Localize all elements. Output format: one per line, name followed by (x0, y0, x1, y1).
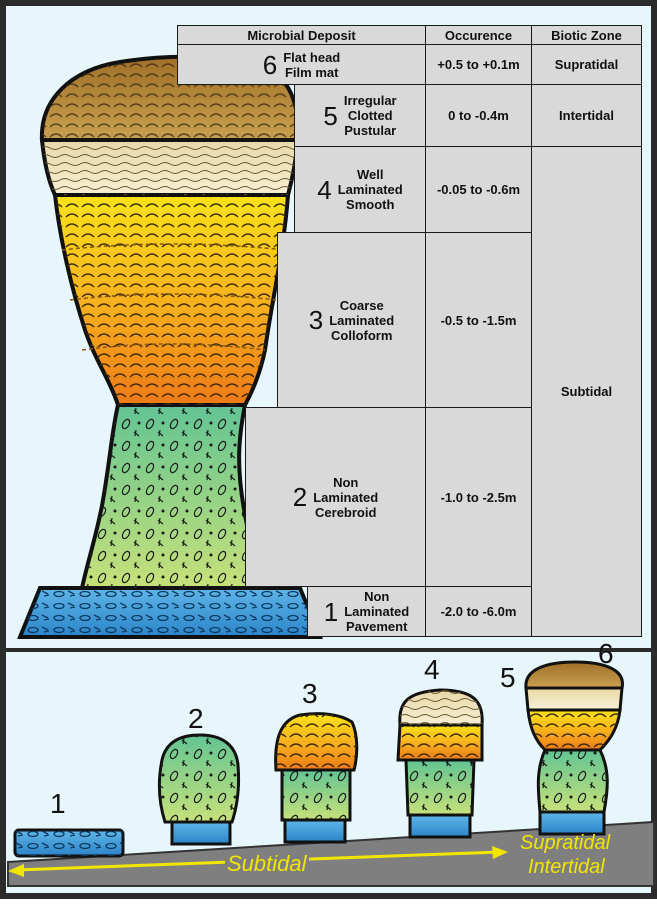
row-1-deposit: 1 Non Laminated Pavement (307, 586, 426, 637)
deposit-table: Microbial Deposit Occurence Biotic Zone … (177, 25, 642, 637)
row-5-deposit: 5 Irregular Clotted Pustular (294, 84, 426, 147)
row-3-label: Coarse Laminated Colloform (329, 298, 394, 343)
stage-label-1: 1 (50, 788, 66, 820)
stage-label-2: 2 (188, 703, 204, 735)
row-6-number: 6 (263, 52, 277, 78)
row-1-label: Non Laminated Pavement (344, 589, 409, 634)
row-1-occurence: -2.0 to -6.0m (425, 586, 532, 637)
row-6-label: Flat head Film mat (283, 50, 340, 80)
stage-4-mid-texture (398, 725, 482, 760)
header-occurence: Occurence (425, 25, 532, 45)
stage-2-base (172, 822, 230, 844)
stage-label-5: 5 (500, 662, 516, 694)
row-2-deposit: 2 Non Laminated Cerebroid (245, 407, 426, 587)
row-4-occurence: -0.05 to -0.6m (425, 146, 532, 233)
row-3-occurence: -0.5 to -1.5m (425, 232, 532, 408)
zone-label-intertidal: Intertidal (528, 856, 605, 879)
stage-3-head-texture (276, 714, 357, 770)
zone-label-supratidal: Supratidal (520, 832, 610, 855)
stage-label-6: 6 (598, 638, 614, 670)
zone-intertidal: Intertidal (531, 84, 642, 147)
zone-subtidal: Subtidal (531, 146, 642, 637)
stage-4-base (410, 815, 470, 837)
row-5-occurence: 0 to -0.4m (425, 84, 532, 147)
zone-label-subtidal: Subtidal (225, 851, 309, 877)
row-2-occurence: -1.0 to -2.5m (425, 407, 532, 587)
row-6-occurence: +0.5 to +0.1m (425, 44, 532, 85)
zone-supratidal: Supratidal (531, 44, 642, 85)
row-4-number: 4 (317, 177, 331, 203)
stage-3-texture (282, 770, 350, 820)
row-5-label: Irregular Clotted Pustular (344, 93, 397, 138)
row-4-deposit: 4 Well Laminated Smooth (294, 146, 426, 233)
stage-6-texture (538, 750, 607, 812)
header-deposit: Microbial Deposit (177, 25, 426, 45)
row-2-number: 2 (293, 484, 307, 510)
row-3-deposit: 3 Coarse Laminated Colloform (277, 232, 426, 408)
stage-label-3: 3 (302, 678, 318, 710)
row-4-label: Well Laminated Smooth (338, 167, 403, 212)
stage-1-texture (15, 830, 123, 856)
stage-2-texture (159, 735, 238, 822)
stage-4-texture (406, 760, 474, 815)
header-biotic-zone: Biotic Zone (531, 25, 642, 45)
stage-6-cream (526, 688, 622, 710)
row-6-deposit: 6 Flat head Film mat (177, 44, 426, 85)
stage-label-4: 4 (424, 654, 440, 686)
row-1-number: 1 (324, 599, 338, 625)
row-5-number: 5 (323, 103, 337, 129)
stage-6-base (540, 812, 604, 834)
row-2-label: Non Laminated Cerebroid (313, 475, 378, 520)
stage-3-base (285, 820, 345, 842)
row-3-number: 3 (309, 307, 323, 333)
